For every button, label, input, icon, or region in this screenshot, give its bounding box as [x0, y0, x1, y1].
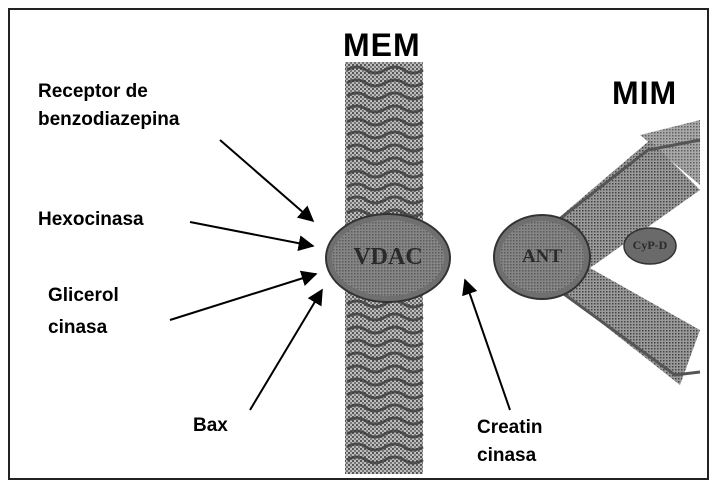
glicerol-label-line1: Glicerol [48, 284, 119, 308]
receptor-label-line2: benzodiazepina [38, 108, 179, 132]
vdac-label: VDAC [343, 244, 433, 271]
creatin-label-line2: cinasa [477, 444, 536, 468]
arrow-hexocinasa [190, 222, 313, 246]
mim-label: MIM [612, 76, 677, 110]
arrow-receptor [220, 140, 313, 221]
bax-label: Bax [193, 414, 228, 438]
arrow-glicerol [170, 274, 316, 320]
receptor-label-line1: Receptor de [38, 80, 148, 104]
creatin-label-line1: Creatin [477, 416, 542, 440]
ant-label: ANT [505, 246, 579, 268]
arrow-bax [250, 290, 322, 410]
hexocinasa-label: Hexocinasa [38, 208, 144, 232]
arrow-creatin [465, 280, 510, 410]
cyp-label: CyP-D [624, 238, 676, 253]
mem-label: MEM [343, 28, 421, 62]
glicerol-label-line2: cinasa [48, 316, 107, 340]
